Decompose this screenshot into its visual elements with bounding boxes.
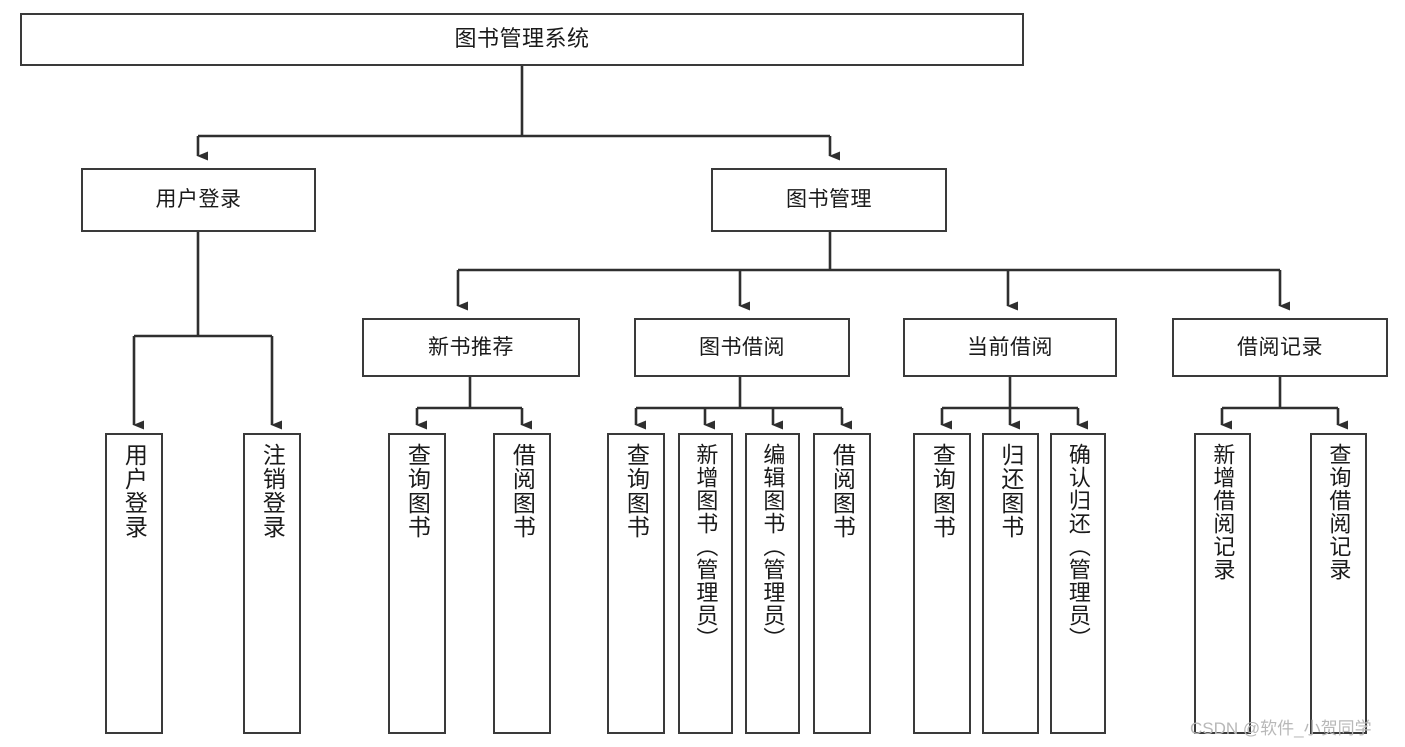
- node-user-login[interactable]: 用户登录: [81, 168, 316, 232]
- node-current-borrow[interactable]: 当前借阅: [903, 318, 1117, 377]
- node-label: 借阅图书: [509, 443, 536, 539]
- node-leaf-borrow-book-2[interactable]: 借阅图书: [813, 433, 871, 734]
- node-leaf-borrow-book-1[interactable]: 借阅图书: [493, 433, 551, 734]
- node-label: 借阅记录: [1237, 335, 1323, 359]
- node-label: 新增借阅记录: [1210, 443, 1236, 581]
- node-label: 查询借阅记录: [1326, 443, 1352, 581]
- node-label: 确认归还（管理员）: [1065, 443, 1091, 650]
- node-label: 用户登录: [121, 443, 148, 539]
- node-leaf-edit-book[interactable]: 编辑图书（管理员）: [745, 433, 800, 734]
- node-label: 注销登录: [259, 443, 286, 539]
- node-leaf-user-login[interactable]: 用户登录: [105, 433, 163, 734]
- node-book-borrow[interactable]: 图书借阅: [634, 318, 850, 377]
- node-leaf-query-book-1[interactable]: 查询图书: [388, 433, 446, 734]
- node-label: 借阅图书: [829, 443, 856, 539]
- node-leaf-confirm-return[interactable]: 确认归还（管理员）: [1050, 433, 1106, 734]
- node-leaf-add-record[interactable]: 新增借阅记录: [1194, 433, 1251, 734]
- node-label: 图书借阅: [699, 335, 785, 359]
- node-borrow-record[interactable]: 借阅记录: [1172, 318, 1388, 377]
- node-book-manage[interactable]: 图书管理: [711, 168, 947, 232]
- node-label: 查询图书: [404, 443, 431, 539]
- node-label: 查询图书: [929, 443, 956, 539]
- node-leaf-add-book[interactable]: 新增图书（管理员）: [678, 433, 733, 734]
- node-leaf-query-book-2[interactable]: 查询图书: [607, 433, 665, 734]
- node-leaf-logout-login[interactable]: 注销登录: [243, 433, 301, 734]
- node-label: 图书管理系统: [454, 26, 590, 52]
- node-label: 归还图书: [997, 443, 1024, 539]
- node-label: 用户登录: [155, 188, 242, 212]
- node-label: 当前借阅: [967, 335, 1053, 359]
- node-root-book-management-system[interactable]: 图书管理系统: [20, 13, 1024, 66]
- node-label: 编辑图书（管理员）: [760, 443, 786, 650]
- node-leaf-return-book[interactable]: 归还图书: [982, 433, 1039, 734]
- node-label: 图书管理: [786, 188, 872, 212]
- node-leaf-query-book-3[interactable]: 查询图书: [913, 433, 971, 734]
- node-leaf-query-record[interactable]: 查询借阅记录: [1310, 433, 1367, 734]
- node-label: 查询图书: [623, 443, 650, 539]
- node-new-book-recommend[interactable]: 新书推荐: [362, 318, 580, 377]
- node-label: 新书推荐: [428, 335, 514, 359]
- watermark-text: CSDN @软件_小贺同学: [1190, 719, 1372, 738]
- node-label: 新增图书（管理员）: [693, 443, 719, 650]
